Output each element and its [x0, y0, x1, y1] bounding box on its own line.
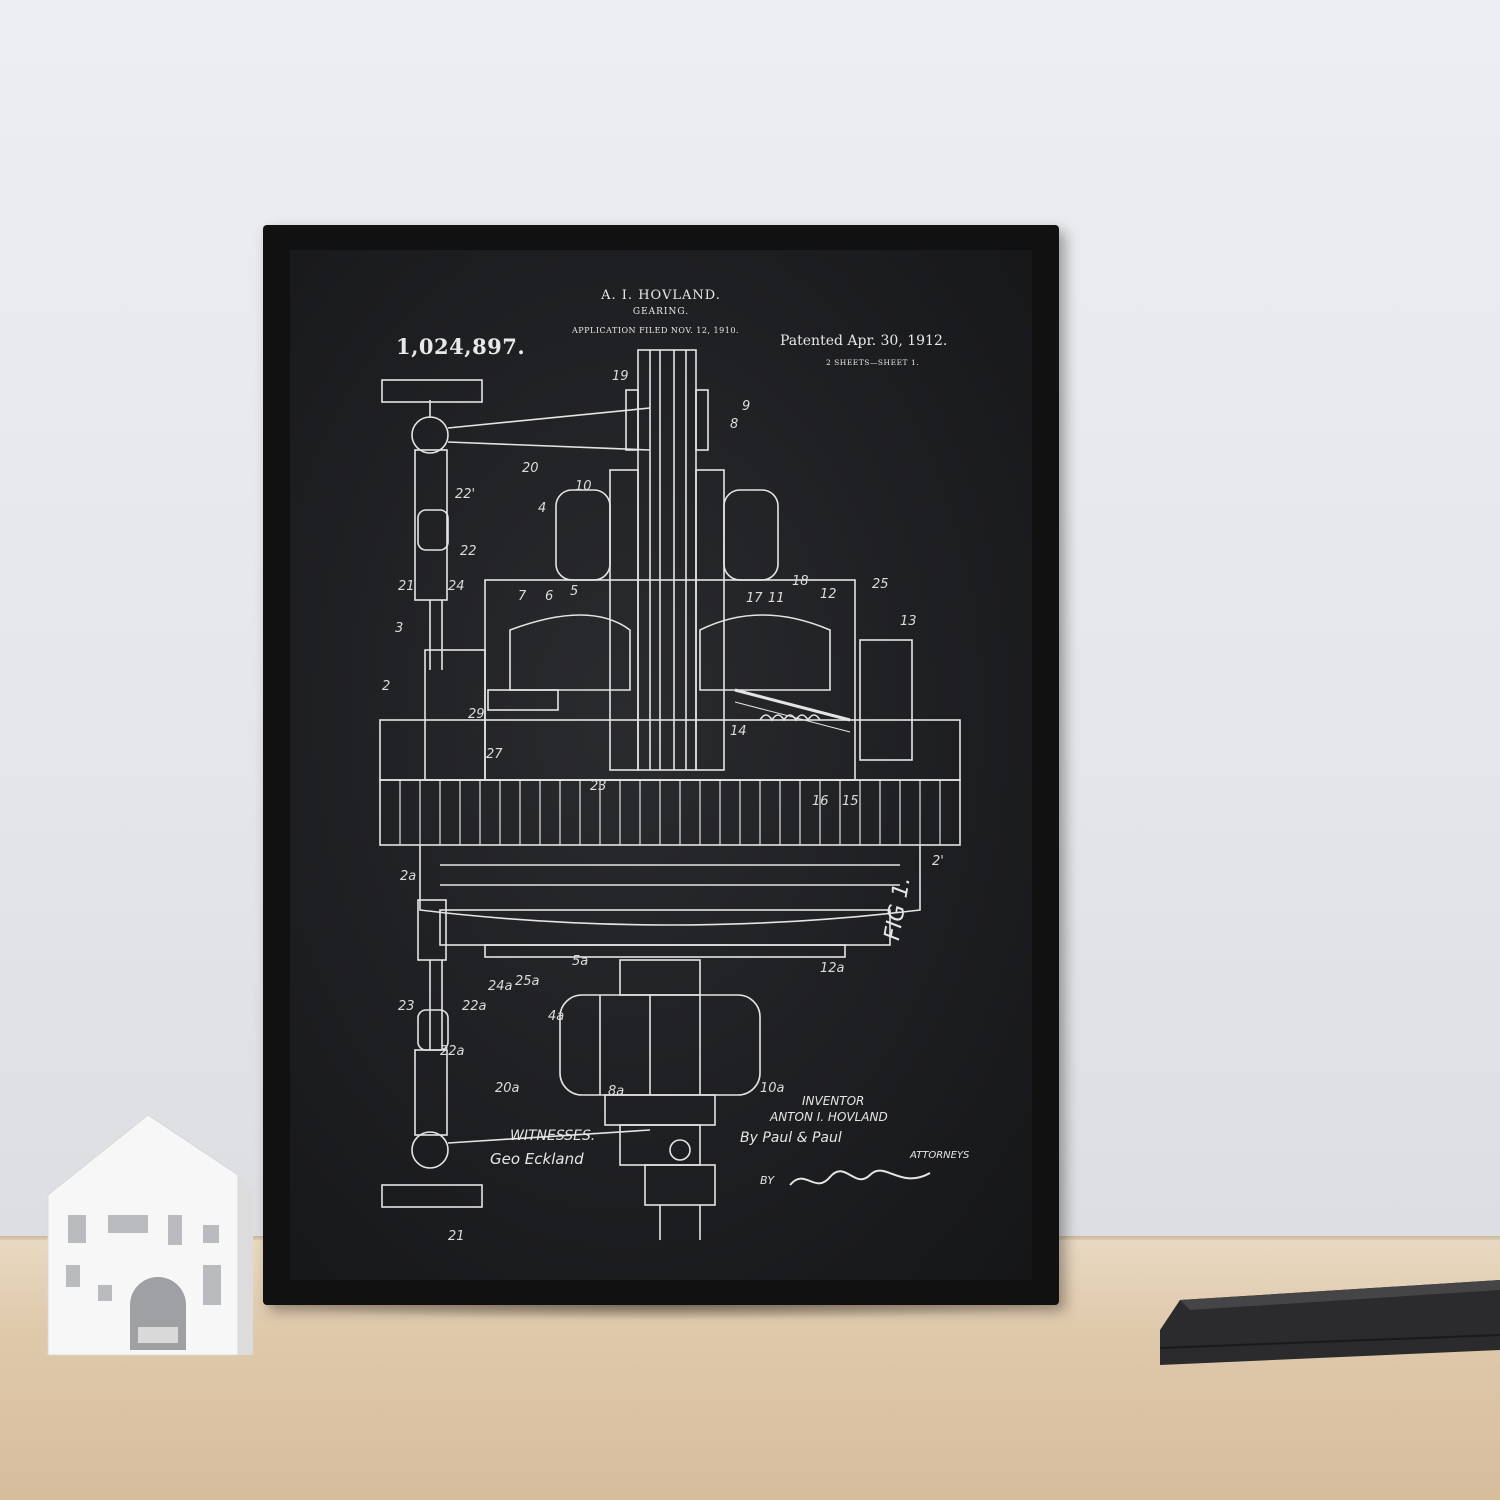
ref-23-upper: 23 — [590, 779, 607, 794]
ref-10a: 10a — [760, 1081, 785, 1096]
closed-laptop — [1160, 1280, 1500, 1365]
ref-22p: 22' — [455, 487, 475, 502]
toothed-drum — [379, 779, 961, 846]
ref-22a-upper: 22a — [462, 999, 487, 1014]
ref-21-lower: 21 — [448, 1229, 465, 1244]
ref-5a: 5a — [572, 954, 588, 969]
ref-16: 16 — [812, 794, 829, 809]
ref-2a: 2a — [400, 869, 416, 884]
ref-5: 5 — [570, 584, 578, 599]
ref-6: 6 — [545, 589, 553, 604]
attorney-scrawl — [789, 1169, 931, 1186]
ref-3: 3 — [395, 621, 403, 636]
flange — [379, 719, 961, 781]
ref-8a: 8a — [608, 1084, 624, 1099]
inventor-label: INVENTOR — [802, 1094, 865, 1108]
ref-2: 2 — [382, 679, 390, 694]
top-arm — [381, 379, 483, 403]
inventor-name: ANTON I. HOVLAND — [770, 1110, 888, 1124]
bottom-pivot — [411, 1131, 449, 1169]
by-label: BY — [760, 1174, 775, 1187]
ref-7: 7 — [518, 589, 527, 604]
ref-20a: 20a — [495, 1081, 520, 1096]
ref-25a: 25a — [515, 974, 540, 989]
gear-4a — [559, 994, 761, 1096]
ref-21: 21 — [398, 579, 415, 594]
ref-23: 23 — [398, 999, 415, 1014]
ref-8: 8 — [730, 417, 738, 432]
poster-patent-number: 1,024,897. — [396, 334, 526, 359]
lower-drum — [419, 845, 921, 926]
ref-12a: 12a — [820, 961, 845, 976]
ref-18: 18 — [792, 574, 809, 589]
ref-27: 27 — [486, 747, 503, 762]
ref-4a: 4a — [548, 1009, 564, 1024]
ref-12: 12 — [820, 587, 837, 602]
poster-sheets: 2 SHEETS—SHEET 1. — [826, 358, 920, 367]
ref-20: 20 — [522, 461, 539, 476]
left-rod-upper — [414, 449, 448, 601]
ref-22a-lower: 22a — [440, 1044, 465, 1059]
ref-14: 14 — [730, 724, 747, 739]
bottom-arm — [381, 1184, 483, 1208]
ref-29: 29 — [468, 707, 485, 722]
ref-13: 13 — [900, 614, 917, 629]
ref-25: 25 — [872, 577, 889, 592]
ref-4: 4 — [538, 501, 546, 516]
poster-title: GEARING. — [632, 307, 690, 317]
ref-22: 22 — [460, 544, 477, 559]
ref-24a: 24a — [488, 979, 513, 994]
gear-housing — [484, 579, 856, 781]
ref-10: 10 — [575, 479, 592, 494]
top-pivot — [411, 416, 449, 454]
ref-9: 9 — [742, 399, 750, 414]
ref-2p: 2' — [932, 854, 944, 869]
ref-17: 17 — [746, 591, 763, 606]
attorneys-label: ATTORNEYS — [910, 1150, 970, 1161]
ref-19: 19 — [612, 369, 629, 384]
poster-inventor-header: A. I. HOVLAND. — [601, 288, 721, 303]
ref-15: 15 — [842, 794, 859, 809]
witness-signature: Geo Eckland — [490, 1150, 584, 1168]
poster-patented-date: Patented Apr. 30, 1912. — [780, 333, 948, 349]
witnesses-label: WITNESSES: — [510, 1128, 596, 1144]
poster-application-filed: APPLICATION FILED NOV. 12, 1910. — [572, 326, 739, 335]
ceramic-house-candle-holder — [47, 1114, 253, 1356]
ref-24: 24 — [448, 579, 465, 594]
gearing-drawing: 19 9 8 20 10 4 22' 22 21 24 7 6 5 17 11 … — [379, 349, 961, 1244]
gear-4-left — [555, 489, 611, 581]
gear-4-right — [723, 489, 779, 581]
central-shaft — [637, 349, 697, 771]
attorney-signature: By Paul & Paul — [740, 1130, 842, 1146]
patent-poster: A. I. HOVLAND. GEARING. APPLICATION FILE… — [290, 250, 1032, 1280]
ref-11: 11 — [768, 591, 785, 606]
